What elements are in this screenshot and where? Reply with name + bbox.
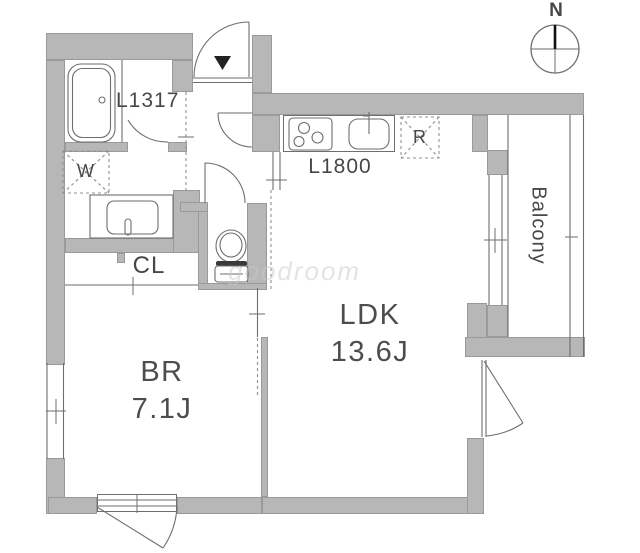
hall-door-swing: [217, 112, 253, 148]
east-door-swing: [481, 360, 524, 437]
dimension-ticks: [46, 136, 578, 513]
kitchen-size-label: L1800: [308, 155, 372, 178]
wall-segment: [252, 35, 272, 93]
washer-box: [62, 150, 110, 194]
bedroom-size-label: 7.1J: [131, 393, 193, 425]
compass-icon: [530, 24, 580, 74]
kitchen-sink-fixture: [348, 112, 390, 150]
closet-label: CL: [132, 252, 166, 279]
wall-segment: [472, 115, 488, 152]
balcony-label: Balcony: [527, 186, 550, 265]
stove-fixture: [288, 117, 333, 151]
wall-segment: [173, 190, 200, 253]
washer-label: W: [77, 161, 95, 181]
wall-segment: [177, 497, 262, 514]
bath-size-label: L1317: [116, 89, 180, 112]
bathroom-door-swing: [127, 119, 169, 143]
fridge-label: R: [413, 127, 427, 147]
balcony-railing: [507, 115, 585, 357]
bedroom-label: BR: [140, 356, 184, 388]
vanity-fixture: [89, 194, 174, 239]
entrance-marker-icon: [214, 56, 231, 70]
wall-segment: [252, 93, 584, 115]
wall-segment: [117, 253, 125, 263]
wall-segment: [252, 115, 280, 152]
ldk-label: LDK: [339, 299, 401, 331]
wall-segment: [180, 202, 208, 212]
fridge-box: [400, 116, 440, 159]
toilet-door-swing: [204, 162, 246, 204]
wall-segment: [261, 337, 268, 497]
watermark: goodroom: [228, 256, 362, 286]
wall-segment: [46, 33, 193, 60]
wall-segment: [467, 438, 484, 514]
wall-segment: [48, 497, 97, 514]
compass-north-label: N: [549, 0, 563, 21]
entrance-sill: [193, 77, 252, 84]
entrance-door-swing: [193, 21, 250, 78]
opening-dashed-lines: [185, 92, 272, 397]
wall-segment: [172, 60, 193, 92]
wall-segment: [46, 60, 65, 365]
bathtub-fixture: [67, 60, 123, 143]
partition-lines: [256, 152, 281, 337]
wall-segment: [465, 337, 585, 357]
wall-segment: [198, 283, 267, 290]
ldk-size-label: 13.6J: [330, 336, 410, 368]
toilet-fixture: [214, 229, 249, 283]
